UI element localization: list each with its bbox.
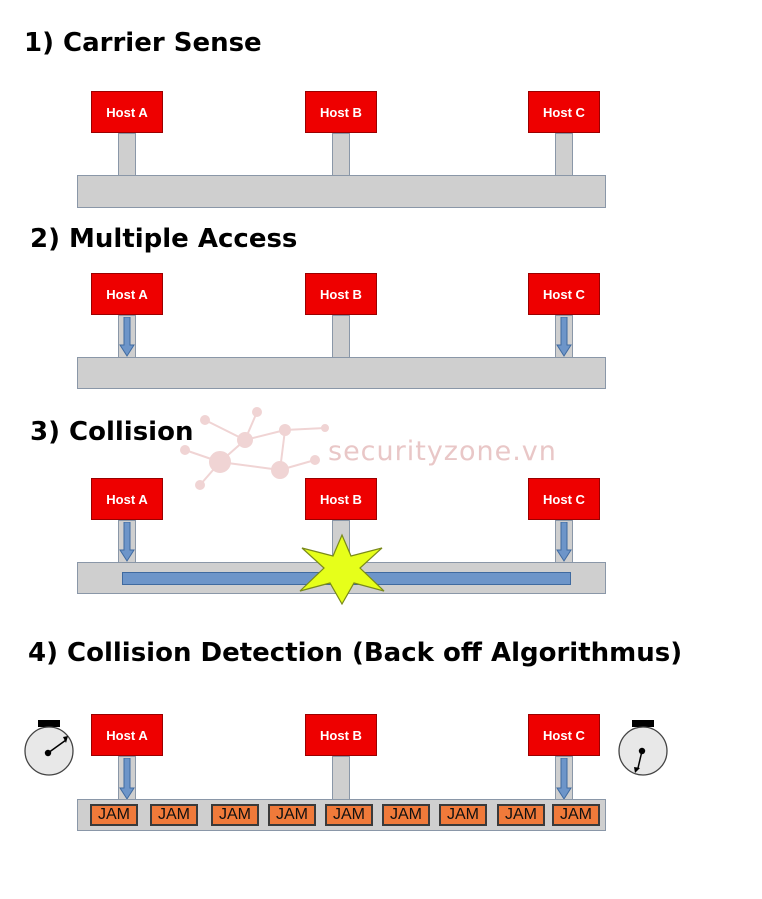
host-b: Host B (305, 714, 377, 756)
transmit-arrow-c (556, 522, 572, 562)
transmit-arrow-c (556, 758, 572, 800)
host-b: Host B (305, 478, 377, 520)
host-a: Host A (91, 714, 163, 756)
jam-signal-block: JAM (150, 804, 198, 826)
collision-star-icon (299, 533, 385, 605)
transmit-arrow-a (119, 522, 135, 562)
shared-bus (77, 175, 606, 208)
section-title-multiple-access: 2) Multiple Access (30, 224, 298, 254)
transmit-arrow-c (556, 317, 572, 357)
jam-signal-block: JAM (497, 804, 545, 826)
jam-signal-block: JAM (211, 804, 259, 826)
host-b-link (332, 315, 350, 358)
watermark-network-graphic (180, 407, 329, 490)
host-c: Host C (528, 714, 600, 756)
host-c: Host C (528, 478, 600, 520)
watermark-text: securityzone.vn (328, 436, 557, 467)
host-b: Host B (305, 91, 377, 133)
host-c: Host C (528, 273, 600, 315)
backoff-timer-icon-c (618, 720, 668, 776)
section-title-collision-detection: 4) Collision Detection (Back off Algorit… (28, 638, 683, 668)
transmit-arrow-a (119, 317, 135, 357)
jam-signal-block: JAM (439, 804, 487, 826)
host-b-link (332, 756, 350, 801)
jam-signal-block: JAM (90, 804, 138, 826)
jam-signal-block: JAM (552, 804, 600, 826)
host-a: Host A (91, 91, 163, 133)
jam-signal-block: JAM (382, 804, 430, 826)
section-title-collision: 3) Collision (30, 417, 194, 447)
host-a: Host A (91, 478, 163, 520)
host-a-link (118, 133, 136, 176)
transmit-arrow-a (119, 758, 135, 800)
host-c-link (555, 133, 573, 176)
host-c: Host C (528, 91, 600, 133)
shared-bus (77, 357, 606, 389)
section-title-carrier-sense: 1) Carrier Sense (24, 28, 262, 58)
host-a: Host A (91, 273, 163, 315)
jam-signal-block: JAM (268, 804, 316, 826)
backoff-timer-icon-a (24, 720, 74, 776)
host-b: Host B (305, 273, 377, 315)
jam-signal-block: JAM (325, 804, 373, 826)
host-b-link (332, 133, 350, 176)
